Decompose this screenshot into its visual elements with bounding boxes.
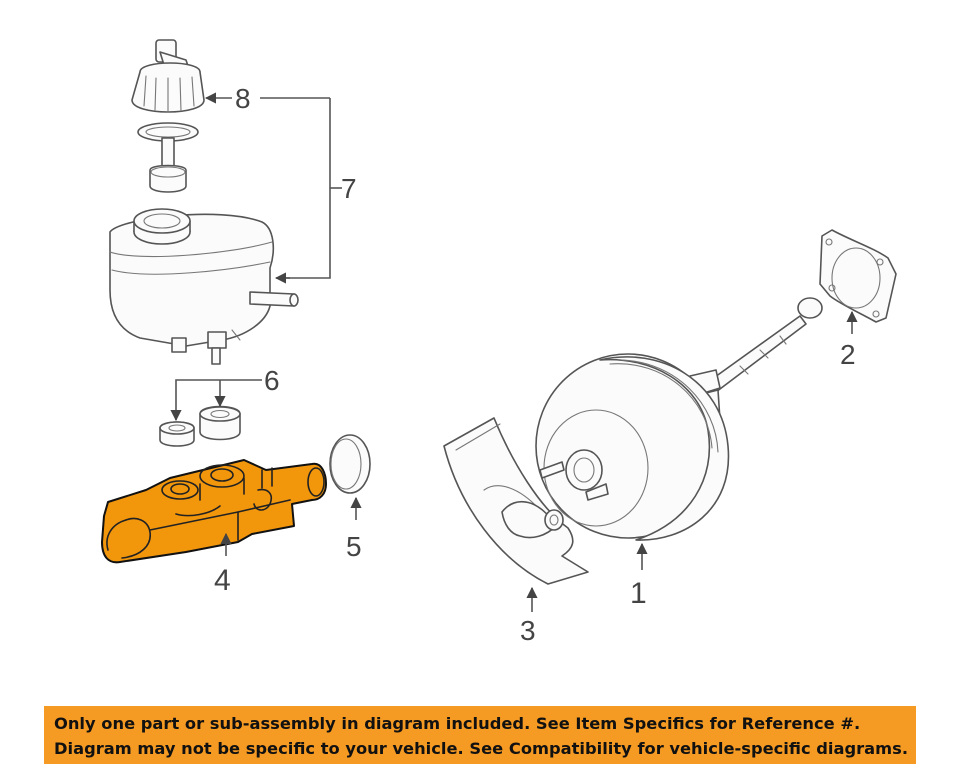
brake-booster-part[interactable] — [535, 297, 823, 541]
heat-shield-part[interactable] — [443, 417, 589, 585]
grommet-part-left[interactable] — [159, 421, 195, 447]
callout-2: 2 — [840, 339, 856, 370]
disclaimer-line-2: Diagram may not be specific to your vehi… — [54, 739, 909, 758]
parts-diagram: 8 7 6 4 5 — [101, 39, 897, 646]
callout-3: 3 — [520, 615, 536, 646]
reservoir-cap-part[interactable] — [131, 39, 205, 193]
fluid-reservoir-part[interactable] — [109, 208, 299, 365]
callout-8: 8 — [235, 83, 251, 114]
disclaimer-line-1: Only one part or sub-assembly in diagram… — [54, 714, 861, 733]
master-cylinder-part[interactable] — [101, 459, 327, 564]
callout-7: 7 — [341, 173, 357, 204]
disclaimer-banner: Only one part or sub-assembly in diagram… — [44, 706, 916, 764]
seal-part[interactable] — [329, 434, 371, 494]
gasket-part[interactable] — [819, 229, 897, 323]
callout-1: 1 — [630, 577, 647, 610]
callout-6: 6 — [264, 365, 280, 396]
callout-5: 5 — [346, 531, 362, 562]
grommet-part-right[interactable] — [199, 405, 241, 441]
callout-4: 4 — [214, 564, 231, 597]
